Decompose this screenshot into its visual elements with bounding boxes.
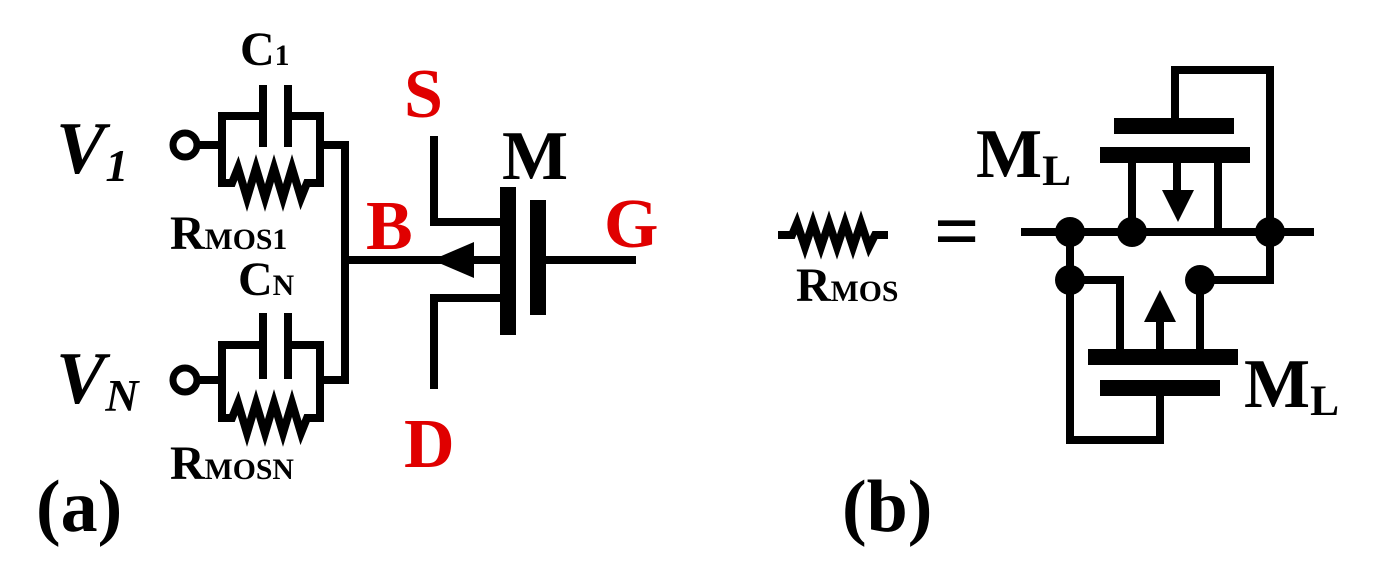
capacitor-n (259, 313, 267, 379)
panel-a-label: (a) (36, 466, 123, 548)
input-1-terminal (169, 129, 201, 161)
junction-dot (1055, 265, 1085, 295)
capacitor-1 (259, 85, 267, 147)
top-transistor-label: ML (976, 116, 1072, 195)
input-1-label: V1 (56, 108, 129, 192)
equals-sign: = (934, 188, 980, 276)
drain-terminal-label: D (404, 406, 455, 483)
resistor-mos1 (218, 154, 324, 212)
resistor-mosn-label: RMOSN (170, 437, 294, 490)
resistor-mosn (218, 389, 324, 447)
top-transistor-arrow (1162, 190, 1194, 222)
source-wire (430, 136, 509, 226)
transistor-label: M (502, 118, 569, 195)
drain-wire (430, 294, 509, 389)
branch-1-frame (218, 112, 324, 187)
bottom-transistor-label: ML (1244, 346, 1340, 425)
bottom-transistor-arrow (1144, 290, 1176, 322)
panel-b-label: (b) (842, 466, 933, 548)
branch-n-frame (218, 341, 324, 422)
transistor-channel (500, 187, 516, 335)
junction-dot (1117, 217, 1147, 247)
gate-terminal-label: G (604, 186, 659, 263)
top-transistor-plate-upper (1114, 118, 1234, 134)
junction-dot (1055, 217, 1085, 247)
bottom-transistor-plate-upper (1088, 349, 1238, 365)
resistor-mos-label: RMOS (796, 259, 899, 312)
bulk-arrow (432, 242, 474, 278)
transistor-gate-plate (530, 200, 546, 315)
input-n-label: VN (56, 338, 139, 422)
top-transistor-plate-lower (1100, 147, 1250, 163)
junction-dot (1255, 217, 1285, 247)
resistor-mos-symbol (778, 210, 888, 260)
capacitor-1-label: C1 (240, 23, 290, 76)
junction-dot (1185, 265, 1215, 295)
capacitor-n-label: CN (238, 253, 295, 306)
input-n-terminal (169, 364, 201, 396)
resistor-mos1-label: RMOS1 (170, 207, 288, 260)
source-terminal-label: S (404, 56, 443, 133)
bottom-transistor-plate-lower (1100, 380, 1220, 396)
bulk-terminal-label: B (366, 188, 413, 265)
